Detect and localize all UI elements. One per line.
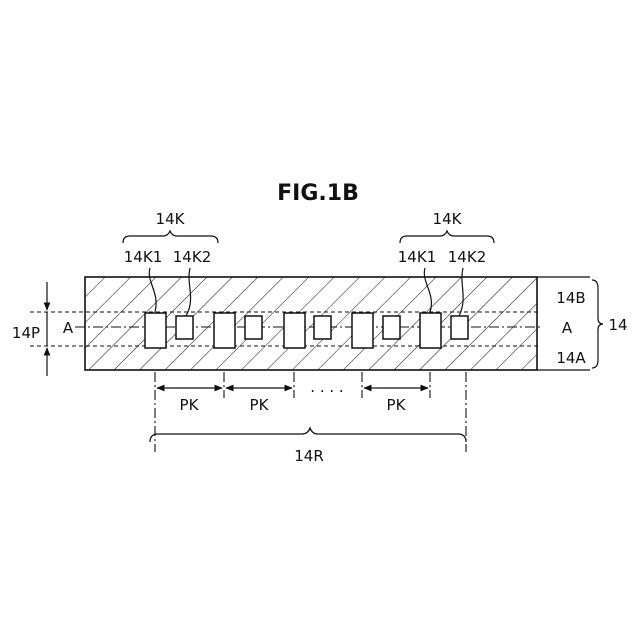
region-label: 14R	[294, 447, 324, 465]
axis-label-right: A	[562, 319, 573, 337]
element-2-label-left: 14K2	[173, 248, 211, 266]
region-bracket	[150, 428, 466, 442]
element-14k2	[245, 316, 262, 339]
group-bracket-left	[123, 231, 218, 243]
element-14k2	[451, 316, 468, 339]
element-1-label-left: 14K1	[124, 248, 162, 266]
element-14k2	[383, 316, 400, 339]
group-bracket-right	[400, 231, 494, 243]
element-14k1	[145, 313, 166, 348]
element-14k2	[176, 316, 193, 339]
axis-label-left: A	[63, 319, 74, 337]
layer-upper-label: 14B	[556, 289, 585, 307]
pitch-ellipsis: . . . .	[310, 378, 343, 396]
substrate-bracket	[592, 280, 603, 368]
element-2-label-right: 14K2	[448, 248, 486, 266]
element-14k1	[420, 313, 441, 348]
layer-lower-label: 14A	[556, 349, 586, 367]
pitch-label-3: PK	[387, 396, 407, 414]
substrate-label: 14	[608, 316, 627, 334]
group-label-left: 14K	[156, 210, 186, 228]
pitch-label-1: PK	[180, 396, 200, 414]
element-14k1	[284, 313, 305, 348]
element-1-label-right: 14K1	[398, 248, 436, 266]
figure-title: FIG.1B	[277, 181, 359, 206]
element-14k1	[352, 313, 373, 348]
group-label-right: 14K	[433, 210, 463, 228]
thickness-label: 14P	[12, 324, 40, 342]
element-14k1	[214, 313, 235, 348]
pitch-label-2: PK	[250, 396, 270, 414]
element-14k2	[314, 316, 331, 339]
